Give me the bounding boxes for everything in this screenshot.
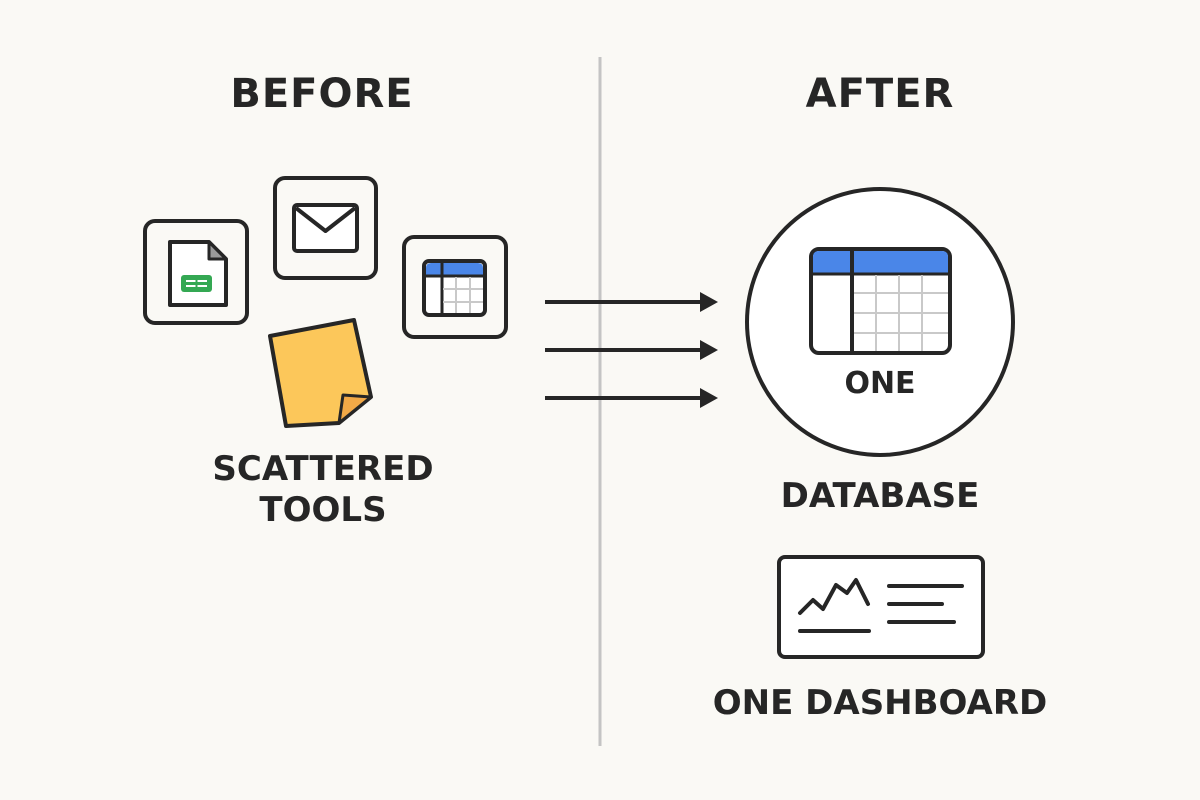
- spreadsheet-file-icon: [143, 219, 249, 325]
- before-heading: BEFORE: [230, 71, 414, 117]
- dashboard-caption: ONE DASHBOARD: [712, 683, 1048, 723]
- scattered-caption-line2: TOOLS: [259, 489, 387, 530]
- dashboard-icon: [777, 555, 985, 659]
- after-heading: AFTER: [805, 71, 955, 117]
- scattered-caption-line1: SCATTERED: [212, 449, 434, 489]
- envelope-icon: [273, 176, 378, 280]
- arrow-right-icon: [545, 292, 718, 312]
- arrow-right-icon: [545, 340, 718, 360]
- table-icon: [402, 235, 508, 339]
- database-caption: DATABASE: [780, 476, 980, 516]
- database-table-icon: [745, 187, 1015, 457]
- sticky-note-icon: [268, 318, 373, 428]
- database-inner-label: ONE: [844, 366, 916, 401]
- scattered-tools-caption: SCATTERED TOOLS: [173, 449, 473, 531]
- arrow-right-icon: [545, 388, 718, 408]
